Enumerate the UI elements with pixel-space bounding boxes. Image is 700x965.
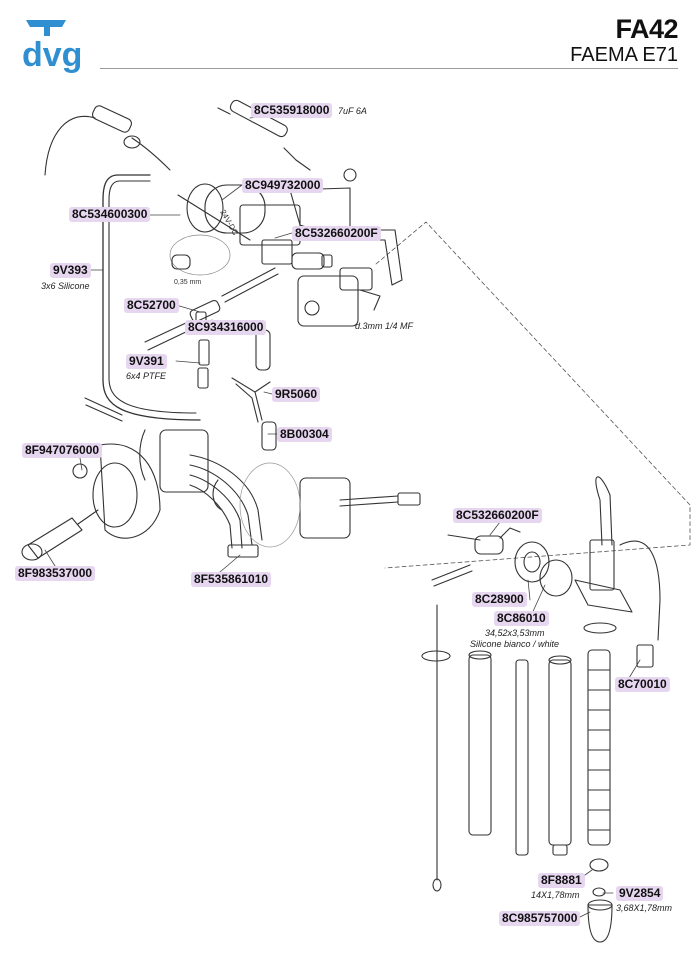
part-label-9r5060: 9R5060 [272, 387, 321, 402]
part-note-9v391: 6x4 PTFE [126, 371, 167, 381]
short-tube [431, 564, 473, 587]
part-label-9v391: 9V391 [126, 354, 167, 369]
part-note-9v2854: 3,68X1,78mm [616, 903, 673, 913]
probe-rod [421, 604, 451, 892]
part-label-8f8881: 8F8881 [538, 873, 585, 888]
heating-element-assembly [574, 476, 661, 668]
ptfe-tube-upper [221, 267, 279, 303]
elbow-fitting-8c532660200f-right [447, 527, 521, 555]
part-label-8c86010: 8C86010 [494, 611, 549, 626]
silicone-tube-9v393 [102, 174, 201, 421]
part-label-8c949732000: 8C949732000 [242, 178, 324, 193]
ptfe-tube-9v391 [144, 321, 191, 351]
part-label-8c985757000: 8C985757000 [499, 911, 581, 926]
filter-tube-1 [468, 650, 492, 836]
part-label-8c70010: 8C70010 [615, 677, 670, 692]
flange-8c28900 [514, 541, 550, 583]
long-bolt [84, 397, 123, 422]
part-label-8c535918000: 8C535918000 [251, 103, 333, 118]
part-label-8c532660200f-right: 8C532660200F [453, 508, 542, 523]
part-label-8c52700: 8C52700 [124, 298, 179, 313]
flow-valve-block [297, 267, 381, 327]
part-label-8c534600300: 8C534600300 [69, 207, 151, 222]
steam-knob-handle [21, 509, 99, 561]
part-label-8f947076000: 8F947076000 [22, 443, 103, 458]
dvg-logo: dvg [22, 20, 82, 74]
switch-block [139, 429, 263, 558]
gasket-8c86010 [539, 559, 573, 597]
part-label-8c934316000: 8C934316000 [185, 320, 267, 335]
oring-8f8881 [589, 858, 609, 872]
plain-tube [515, 659, 529, 856]
part-note-8c535918000: 7uF 6A [338, 106, 367, 116]
rotary-switch [239, 462, 421, 548]
assembly-dashed-outline [375, 221, 691, 569]
part-label-9v393: 9V393 [50, 263, 91, 278]
sleeve-8b00304 [261, 421, 277, 451]
svg-text:dvg: dvg [22, 36, 82, 74]
machine-name: FAEMA E71 [570, 44, 678, 66]
sensor-cable [44, 105, 171, 176]
elbow-fitting-8c532660200f-top [291, 252, 333, 270]
vibration-pump: 24V-DC [177, 183, 301, 265]
end-cap-8c985757000 [587, 904, 613, 943]
oring-9v2854 [592, 887, 606, 897]
svg-text:0,35 mm: 0,35 mm [174, 279, 201, 286]
model-code: FA42 [615, 14, 678, 44]
part-label-8b00304: 8B00304 [277, 427, 332, 442]
part-note-8f8881: 14X1,78mm [531, 890, 580, 900]
part-note-9v393: 3x6 Silicone [41, 281, 90, 291]
part-label-9v2854: 9V2854 [616, 886, 664, 901]
silicone-note: Silicone bianco / white [470, 639, 560, 649]
y-splitter-9r5060 [231, 377, 271, 423]
pump-note: d.3mm 1/4 MF [355, 321, 414, 331]
nozzle-detail: 0,35 mm [169, 234, 231, 286]
part-note-8c86010: 34,52x3,53mm [485, 628, 545, 638]
filter-tube-2 [548, 655, 572, 856]
part-label-8f983537000: 8F983537000 [15, 566, 96, 581]
part-label-8c28900: 8C28900 [472, 592, 527, 607]
part-label-8f535861010: 8F535861010 [191, 572, 272, 587]
part-label-8c532660200f-top: 8C532660200F [292, 226, 381, 241]
fitting-8c934316000 [255, 329, 271, 371]
knob-housing [72, 443, 161, 539]
header-rule [100, 68, 678, 69]
corrugated-tube [587, 649, 611, 846]
